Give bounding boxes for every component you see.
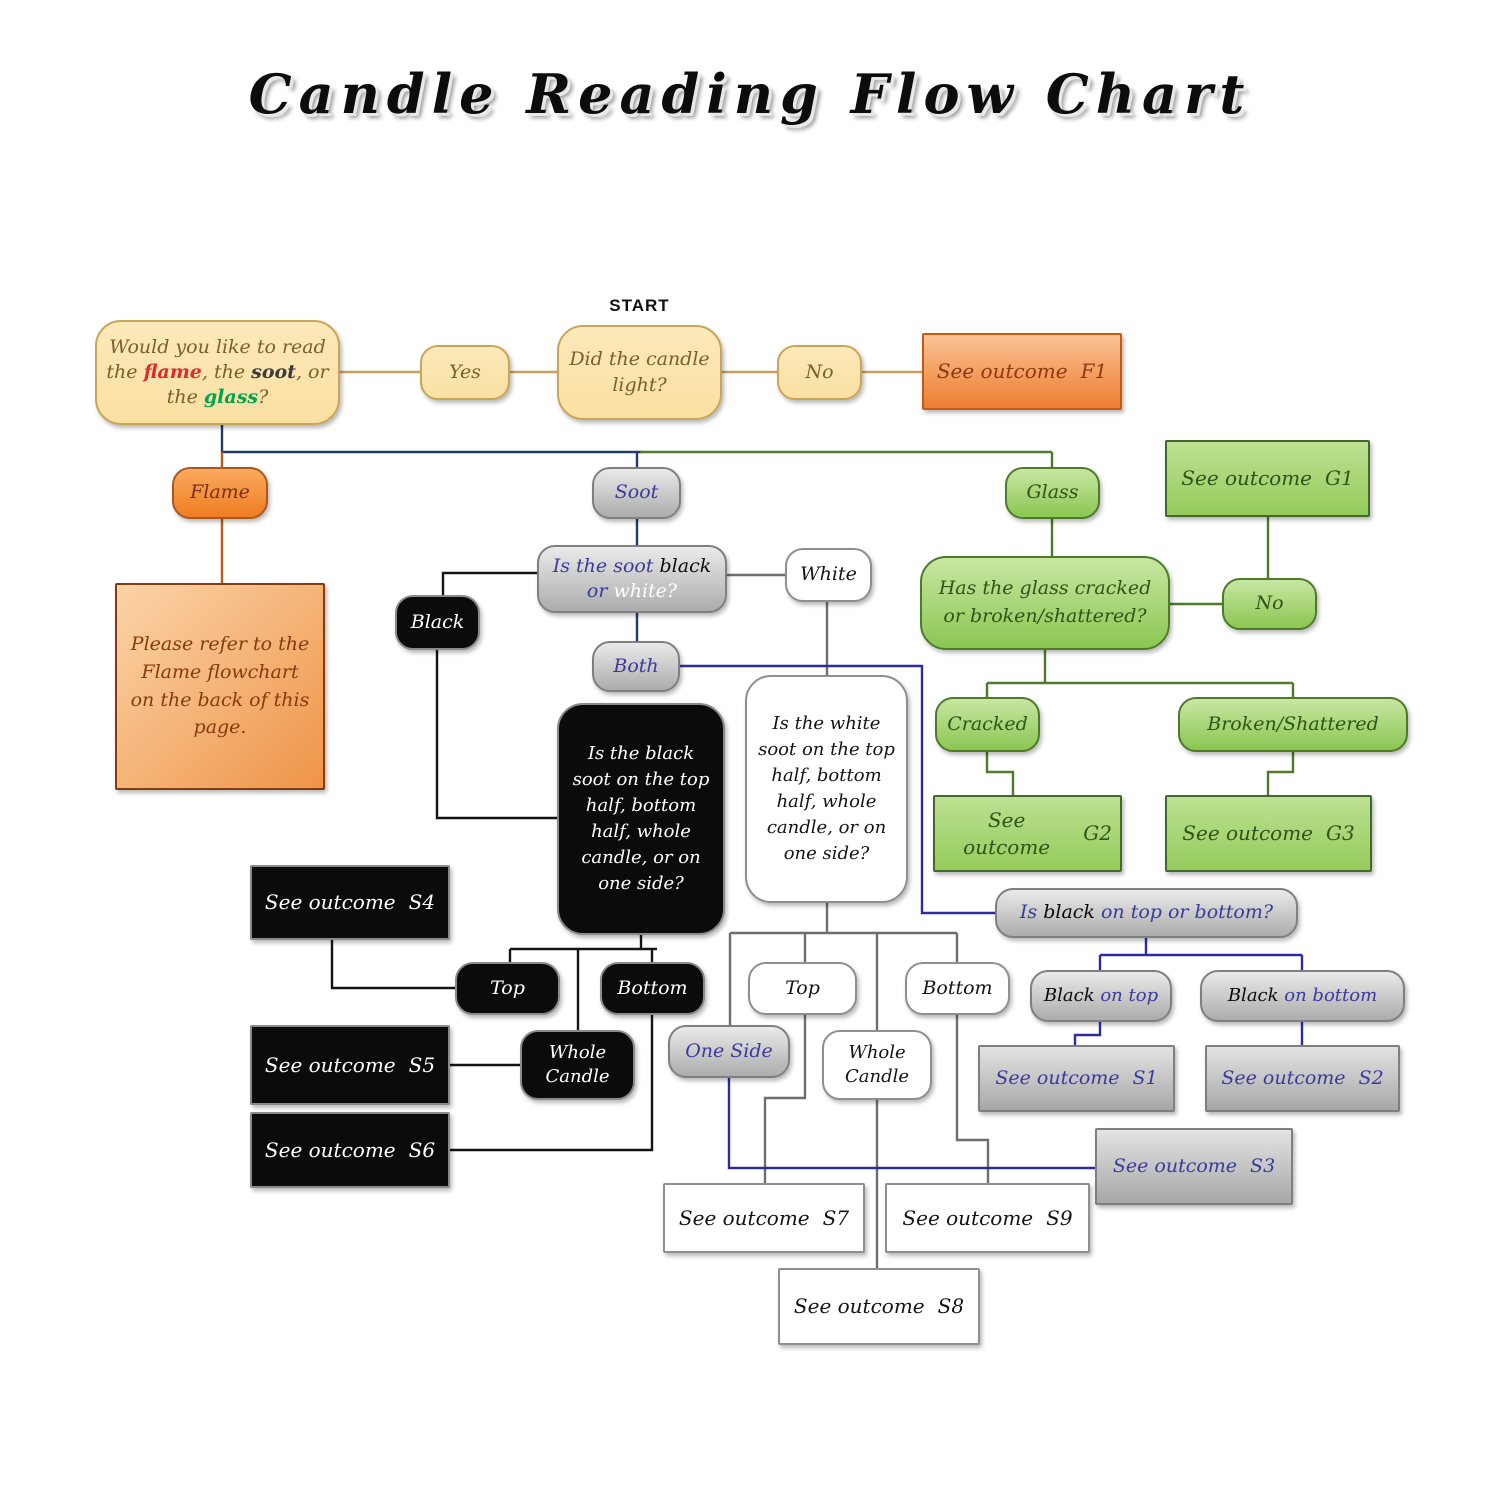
node-glass-question: Has the glass cracked or broken/shattere… [920,556,1170,650]
node-black-on-bottom: Black on bottom [1200,970,1405,1022]
node-one-side: One Side [668,1025,790,1078]
node-soot: Soot [592,467,681,519]
edges-glass-branch [640,450,1295,795]
node-black-on-top: Black on top [1030,970,1172,1022]
edges-both-branch [680,664,1304,1170]
glass-word: glass [203,386,259,409]
node-soot-question: Is the soot black or white? [537,545,727,613]
node-both: Both [592,641,680,692]
node-white-soot-question: Is the white soot on the top half, botto… [745,675,908,903]
node-cracked: Cracked [935,697,1040,752]
node-is-black-top-bottom-question: Is black on top or bottom? [995,888,1298,938]
node-did-candle-light: Did the candle light? [557,325,722,420]
edges-black-soot [330,571,657,1152]
node-yes: Yes [420,345,510,400]
node-bottom-black: Bottom [600,962,705,1015]
node-no-glass: No [1222,578,1317,630]
page-title: Candle Reading Flow Chart [248,62,1252,126]
node-glass: Glass [1005,467,1100,519]
node-please-refer: Please refer to the Flame flowchart on t… [115,583,325,790]
node-black-soot-question: Is the black soot on the top half, botto… [557,703,725,935]
start-label: START [609,296,670,315]
node-bottom-white: Bottom [905,962,1010,1015]
node-would-you-like: Would you like to read the flame, the so… [95,320,340,425]
node-no-did-not-light: No [777,345,862,400]
black-on-top-text: Black on top [1043,985,1159,1007]
node-whole-candle-black: Whole Candle [520,1030,635,1100]
black-on-bottom-text: Black on bottom [1227,985,1378,1007]
node-broken-shattered: Broken/Shattered [1178,697,1408,752]
soot-question-text: Is the soot black or white? [552,554,712,602]
edges-white-soot [727,573,990,1268]
node-top-white: Top [748,962,857,1015]
node-top-black: Top [455,962,560,1015]
node-whole-candle-white: Whole Candle [822,1030,932,1100]
flame-word: flame [143,360,202,383]
node-white: White [785,548,872,602]
would-you-like-text: Would you like to read the flame, the so… [106,335,329,409]
soot-word: soot [251,360,296,383]
node-black: Black [395,595,480,650]
is-black-question-text: Is black on top or bottom? [1019,901,1274,924]
node-flame: Flame [172,467,268,519]
